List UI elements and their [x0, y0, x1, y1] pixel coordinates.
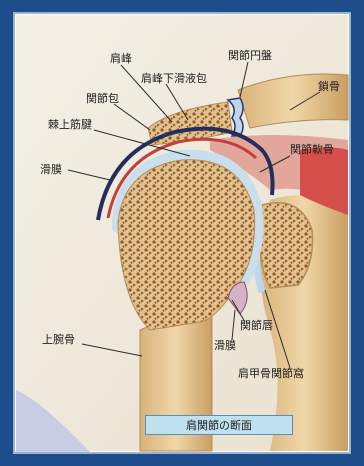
- label-subacromial-bursa: 肩峰下滑液包: [141, 73, 207, 84]
- label-synovial-membrane: 滑膜: [40, 164, 62, 175]
- caption-box: 肩関節の断面: [145, 415, 293, 435]
- label-articular-cartilage: 関節軟骨: [290, 144, 334, 155]
- glenoid: [260, 203, 313, 288]
- label-synovial-membrane-lower: 滑膜: [214, 340, 236, 351]
- label-humerus: 上腕骨: [42, 334, 75, 345]
- label-acromion: 肩峰: [110, 53, 132, 64]
- label-articular-disc: 関節円盤: [228, 50, 272, 61]
- caption-text: 肩関節の断面: [186, 417, 252, 433]
- label-joint-capsule: 関節包: [86, 93, 119, 104]
- label-glenoid-labrum: 関節唇: [240, 320, 273, 331]
- label-supraspinatus-tendon: 棘上筋腱: [48, 119, 92, 130]
- label-clavicle: 鎖骨: [318, 81, 340, 92]
- label-glenoid-fossa: 肩甲骨関節窩: [238, 368, 304, 379]
